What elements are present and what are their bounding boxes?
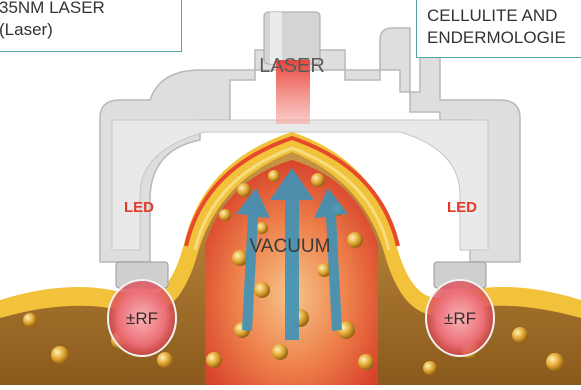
rf-label-right: ±RF — [444, 309, 476, 328]
led-label-left: LED — [124, 199, 154, 216]
vacuum-label: VACUUM — [250, 236, 331, 257]
rf-label-left: ±RF — [126, 309, 158, 328]
endermologie-callout-line2: ENDERMOLOGIE — [427, 27, 581, 49]
laser-label: LASER — [259, 55, 325, 77]
endermologie-callout: CELLULITE AND ENDERMOLOGIE — [416, 0, 581, 58]
led-label-right: LED — [447, 199, 477, 216]
laser-callout-line1: 35NM LASER — [0, 0, 171, 19]
laser-callout: 35NM LASER (Laser) — [0, 0, 182, 52]
laser-callout-line2: (Laser) — [0, 19, 171, 41]
endermologie-callout-line1: CELLULITE AND — [427, 5, 581, 27]
